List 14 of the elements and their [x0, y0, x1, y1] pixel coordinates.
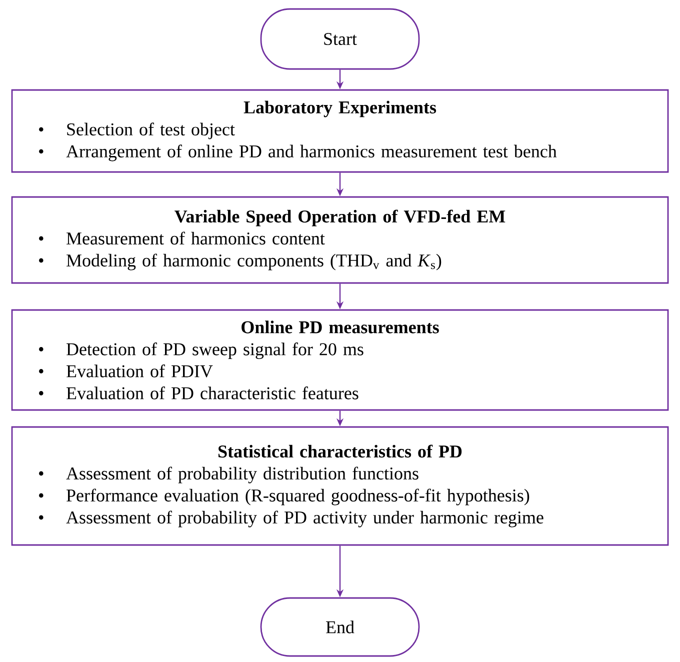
bullet: •	[39, 493, 44, 498]
bullet: •	[39, 258, 44, 263]
process-box: Statistical characteristics of PD • Assessment of probability distribution functions • Performance evaluation (R-squared goodness-of-fit hypothesis) • Assessment of probability of PD activity under harmonic regime	[11, 426, 669, 546]
bullet: •	[39, 236, 44, 241]
process-box: Variable Speed Operation of VFD-fed EM • Measurement of harmonics content • Modeling of harmonic components (THD$_{v}$ and K$_{s}$)	[11, 196, 669, 284]
bullet: •	[39, 369, 44, 374]
bullet: •	[39, 127, 44, 132]
bullet: •	[39, 149, 44, 154]
bullet: •	[39, 515, 44, 520]
process-box: Online PD measurements • Detection of PD sweep signal for 20 ms • Evaluation of PDIV • Evaluation of PD characteristic features	[11, 309, 669, 411]
bullet: •	[39, 391, 44, 396]
process-box: Laboratory Experiments • Selection of test object • Arrangement of online PD and harmonics measurement test bench	[11, 89, 669, 173]
bullet: •	[39, 347, 44, 352]
bullet: •	[39, 471, 44, 476]
